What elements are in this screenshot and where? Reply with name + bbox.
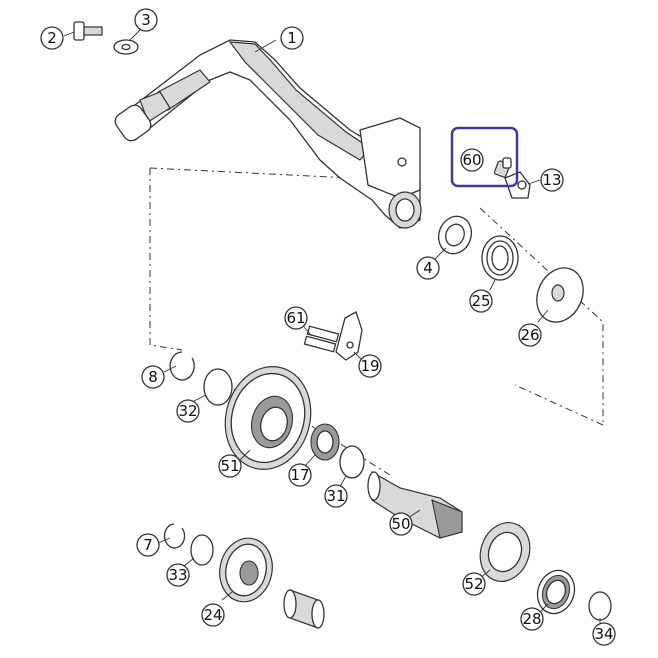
callout-2: 2 [40, 26, 64, 50]
svg-text:1: 1 [287, 29, 297, 47]
circlip-8[interactable] [163, 351, 195, 381]
callouts: 1 2 3 60 13 4 25 26 61 19 8 32 51 17 31 … [40, 8, 616, 646]
callout-4: 4 [416, 256, 440, 280]
svg-text:61: 61 [286, 309, 305, 327]
callout-24: 24 [201, 603, 225, 627]
spring-28[interactable] [532, 565, 581, 619]
svg-text:24: 24 [203, 606, 222, 624]
svg-text:34: 34 [594, 625, 613, 643]
assembly-guide-lines [149, 167, 604, 476]
kickstarter-lever[interactable] [112, 39, 422, 229]
needle-bearing-17[interactable] [304, 423, 340, 467]
washer-31[interactable] [337, 445, 365, 491]
svg-text:33: 33 [168, 566, 187, 584]
screw-60[interactable] [493, 157, 512, 178]
washer-3[interactable] [113, 29, 141, 55]
svg-text:3: 3 [141, 11, 151, 29]
highlight-box [450, 126, 519, 188]
svg-text:25: 25 [471, 292, 490, 310]
callout-32: 32 [176, 399, 200, 423]
ratchet-19[interactable] [335, 311, 365, 363]
svg-text:8: 8 [148, 368, 158, 386]
svg-text:2: 2 [47, 29, 57, 47]
svg-text:50: 50 [391, 515, 410, 533]
callout-26: 26 [518, 323, 542, 347]
callout-25: 25 [469, 289, 493, 313]
screw-2[interactable] [63, 21, 103, 41]
callout-61: 61 [284, 306, 308, 330]
svg-text:7: 7 [143, 536, 153, 554]
kickstarter-shaft-50[interactable] [367, 470, 463, 539]
callout-19: 19 [358, 354, 382, 378]
callout-17: 17 [288, 463, 312, 487]
callout-31: 31 [324, 484, 348, 508]
svg-text:32: 32 [178, 402, 197, 420]
callout-13: 13 [540, 168, 564, 192]
callout-3: 3 [134, 8, 158, 32]
svg-text:60: 60 [462, 151, 481, 169]
svg-text:19: 19 [360, 357, 379, 375]
callout-1: 1 [280, 26, 304, 50]
spring-25[interactable] [481, 235, 519, 291]
svg-text:4: 4 [423, 259, 433, 277]
gear-51[interactable] [214, 357, 322, 479]
bushing[interactable] [283, 589, 325, 629]
callout-60: 60 [460, 148, 484, 172]
callout-50: 50 [389, 512, 413, 536]
ratchet-gear-52[interactable] [472, 516, 538, 589]
disc-26[interactable] [528, 260, 592, 329]
svg-text:51: 51 [220, 457, 239, 475]
washer-33[interactable] [183, 534, 214, 567]
svg-text:13: 13 [542, 171, 561, 189]
callout-33: 33 [166, 563, 190, 587]
svg-text:17: 17 [290, 466, 309, 484]
callout-51: 51 [218, 454, 242, 478]
gear-24[interactable] [214, 533, 278, 606]
callout-28: 28 [520, 607, 544, 631]
callout-52: 52 [462, 572, 486, 596]
pin-61[interactable] [299, 321, 340, 353]
washer-32[interactable] [191, 368, 233, 406]
callout-7: 7 [136, 533, 160, 557]
callout-34: 34 [592, 622, 616, 646]
svg-text:26: 26 [520, 326, 539, 344]
washer-4[interactable] [431, 212, 477, 263]
circlip-7[interactable] [157, 523, 186, 549]
svg-text:52: 52 [464, 575, 483, 593]
svg-text:31: 31 [326, 487, 345, 505]
svg-text:28: 28 [522, 610, 541, 628]
washer-34[interactable] [588, 591, 612, 624]
callout-8: 8 [141, 365, 165, 389]
